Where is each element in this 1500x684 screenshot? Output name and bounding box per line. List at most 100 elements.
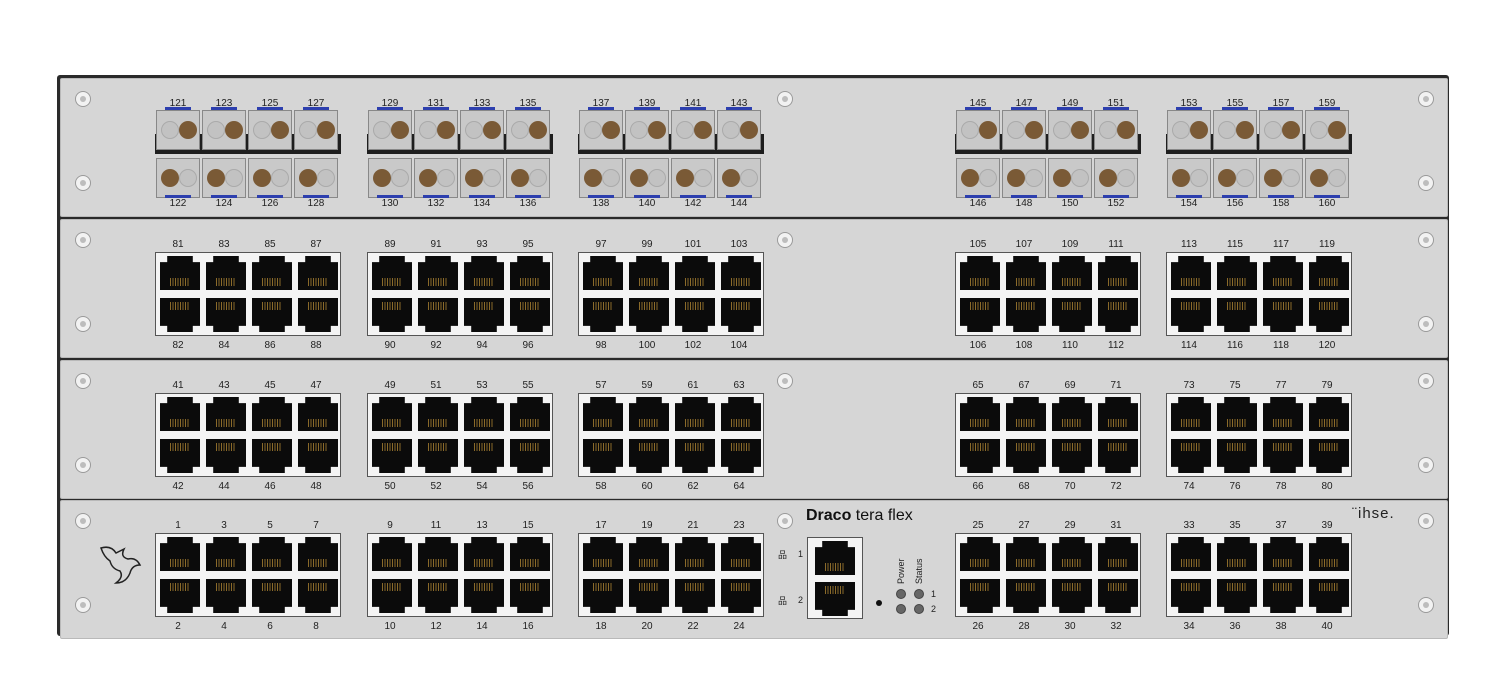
rj45-port-98[interactable] <box>583 298 623 332</box>
rj45-port-101[interactable] <box>675 256 715 290</box>
sfp-port-135[interactable] <box>506 110 550 150</box>
rj45-port-3[interactable] <box>206 537 246 571</box>
rj45-port-14[interactable] <box>464 579 504 613</box>
rj45-port-28[interactable] <box>1006 579 1046 613</box>
rj45-port-49[interactable] <box>372 397 412 431</box>
rj45-port-16[interactable] <box>510 579 550 613</box>
mgmt-port-2[interactable] <box>815 582 855 616</box>
rj45-port-105[interactable] <box>960 256 1000 290</box>
rj45-port-5[interactable] <box>252 537 292 571</box>
rj45-port-87[interactable] <box>298 256 338 290</box>
rj45-port-95[interactable] <box>510 256 550 290</box>
rj45-port-21[interactable] <box>675 537 715 571</box>
rj45-port-115[interactable] <box>1217 256 1257 290</box>
rj45-port-23[interactable] <box>721 537 761 571</box>
rj45-port-84[interactable] <box>206 298 246 332</box>
sfp-port-126[interactable] <box>248 158 292 198</box>
sfp-port-123[interactable] <box>202 110 246 150</box>
rj45-port-54[interactable] <box>464 439 504 473</box>
rj45-port-92[interactable] <box>418 298 458 332</box>
rj45-port-8[interactable] <box>298 579 338 613</box>
rj45-port-107[interactable] <box>1006 256 1046 290</box>
rj45-port-96[interactable] <box>510 298 550 332</box>
rj45-port-80[interactable] <box>1309 439 1349 473</box>
sfp-port-130[interactable] <box>368 158 412 198</box>
rj45-port-17[interactable] <box>583 537 623 571</box>
rj45-port-60[interactable] <box>629 439 669 473</box>
rj45-port-70[interactable] <box>1052 439 1092 473</box>
rj45-port-91[interactable] <box>418 256 458 290</box>
rj45-port-117[interactable] <box>1263 256 1303 290</box>
rj45-port-78[interactable] <box>1263 439 1303 473</box>
rj45-port-97[interactable] <box>583 256 623 290</box>
rj45-port-34[interactable] <box>1171 579 1211 613</box>
rj45-port-82[interactable] <box>160 298 200 332</box>
rj45-port-19[interactable] <box>629 537 669 571</box>
rj45-port-29[interactable] <box>1052 537 1092 571</box>
reset-button[interactable] <box>876 600 882 606</box>
sfp-port-140[interactable] <box>625 158 669 198</box>
rj45-port-2[interactable] <box>160 579 200 613</box>
rj45-port-103[interactable] <box>721 256 761 290</box>
sfp-port-124[interactable] <box>202 158 246 198</box>
rj45-port-51[interactable] <box>418 397 458 431</box>
sfp-port-137[interactable] <box>579 110 623 150</box>
rj45-port-118[interactable] <box>1263 298 1303 332</box>
rj45-port-57[interactable] <box>583 397 623 431</box>
sfp-port-122[interactable] <box>156 158 200 198</box>
rj45-port-94[interactable] <box>464 298 504 332</box>
rj45-port-40[interactable] <box>1309 579 1349 613</box>
rj45-port-79[interactable] <box>1309 397 1349 431</box>
rj45-port-59[interactable] <box>629 397 669 431</box>
rj45-port-86[interactable] <box>252 298 292 332</box>
sfp-port-131[interactable] <box>414 110 458 150</box>
rj45-port-63[interactable] <box>721 397 761 431</box>
rj45-port-110[interactable] <box>1052 298 1092 332</box>
rj45-port-108[interactable] <box>1006 298 1046 332</box>
rj45-port-32[interactable] <box>1098 579 1138 613</box>
rj45-port-109[interactable] <box>1052 256 1092 290</box>
rj45-port-20[interactable] <box>629 579 669 613</box>
sfp-port-147[interactable] <box>1002 110 1046 150</box>
sfp-port-141[interactable] <box>671 110 715 150</box>
rj45-port-31[interactable] <box>1098 537 1138 571</box>
rj45-port-22[interactable] <box>675 579 715 613</box>
rj45-port-81[interactable] <box>160 256 200 290</box>
rj45-port-27[interactable] <box>1006 537 1046 571</box>
rj45-port-44[interactable] <box>206 439 246 473</box>
rj45-port-9[interactable] <box>372 537 412 571</box>
rj45-port-45[interactable] <box>252 397 292 431</box>
rj45-port-85[interactable] <box>252 256 292 290</box>
rj45-port-18[interactable] <box>583 579 623 613</box>
rj45-port-102[interactable] <box>675 298 715 332</box>
rj45-port-1[interactable] <box>160 537 200 571</box>
rj45-port-116[interactable] <box>1217 298 1257 332</box>
sfp-port-127[interactable] <box>294 110 338 150</box>
sfp-port-142[interactable] <box>671 158 715 198</box>
rj45-port-83[interactable] <box>206 256 246 290</box>
rj45-port-99[interactable] <box>629 256 669 290</box>
rj45-port-106[interactable] <box>960 298 1000 332</box>
sfp-port-129[interactable] <box>368 110 412 150</box>
rj45-port-69[interactable] <box>1052 397 1092 431</box>
rj45-port-48[interactable] <box>298 439 338 473</box>
sfp-port-132[interactable] <box>414 158 458 198</box>
rj45-port-75[interactable] <box>1217 397 1257 431</box>
rj45-port-64[interactable] <box>721 439 761 473</box>
rj45-port-24[interactable] <box>721 579 761 613</box>
rj45-port-74[interactable] <box>1171 439 1211 473</box>
rj45-port-111[interactable] <box>1098 256 1138 290</box>
rj45-port-113[interactable] <box>1171 256 1211 290</box>
rj45-port-58[interactable] <box>583 439 623 473</box>
sfp-port-128[interactable] <box>294 158 338 198</box>
rj45-port-25[interactable] <box>960 537 1000 571</box>
rj45-port-73[interactable] <box>1171 397 1211 431</box>
sfp-port-150[interactable] <box>1048 158 1092 198</box>
rj45-port-72[interactable] <box>1098 439 1138 473</box>
rj45-port-61[interactable] <box>675 397 715 431</box>
rj45-port-12[interactable] <box>418 579 458 613</box>
sfp-port-138[interactable] <box>579 158 623 198</box>
rj45-port-66[interactable] <box>960 439 1000 473</box>
mgmt-port-1[interactable] <box>815 541 855 575</box>
rj45-port-50[interactable] <box>372 439 412 473</box>
